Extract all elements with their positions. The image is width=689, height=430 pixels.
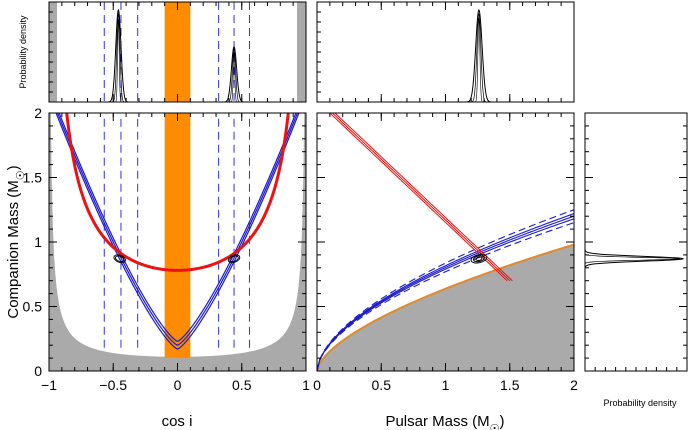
blue-curve — [55, 113, 300, 350]
y-tick-label: 2 — [34, 105, 42, 121]
y-tick-label: 1 — [34, 234, 42, 250]
red-line — [334, 113, 513, 282]
y-axis-title: Companion Mass (M☉) — [5, 165, 27, 318]
blue-dashed-curve — [317, 209, 574, 371]
x-tick-label: 2 — [570, 377, 578, 393]
panel-frame-companion-density — [584, 112, 688, 372]
solution-contour — [470, 254, 488, 264]
panel-pulsar-mass: 0 0.5 1 1.5 2 Pulsar Mass (M☉) — [313, 112, 578, 430]
orange-boundary — [317, 243, 574, 371]
panel-pulsar-density — [316, 1, 575, 103]
x-tick-label: 1 — [302, 377, 310, 393]
density-label-left: Probability density — [18, 15, 28, 89]
y-tick-label: 0 — [34, 363, 42, 379]
solution-contour — [475, 256, 483, 261]
red-line — [329, 113, 508, 282]
orange-band — [164, 113, 191, 359]
excluded-region — [317, 244, 574, 371]
blue-curve — [317, 215, 574, 371]
excluded-region-right — [177, 113, 306, 371]
intersection-contour — [114, 255, 125, 263]
panel-companion-density: Probability density — [584, 112, 688, 408]
density-peak-inner — [468, 13, 489, 102]
excluded-strip-right — [297, 2, 306, 102]
blue-dashed-curve — [317, 222, 574, 371]
x-tick-label: −0.5 — [99, 377, 127, 393]
panel-cos-i: −1 −0.5 0 0.5 1 0 0.5 1 1.5 2 cos i Companion Mas… — [5, 105, 310, 430]
intersection-contour — [229, 255, 239, 263]
x-axis-title: cos i — [162, 413, 193, 430]
density-peak — [585, 246, 685, 271]
panel-frame-pulsar-density — [316, 1, 575, 103]
x-tick-label: 0.5 — [232, 377, 252, 393]
excluded-region-left — [49, 113, 178, 371]
orange-band-top — [164, 2, 191, 102]
x-tick-label: 0 — [174, 377, 182, 393]
density-peak-core — [473, 17, 484, 102]
x-axis-title-pulsar: Pulsar Mass (M☉) — [385, 413, 504, 430]
red-curve — [65, 113, 290, 272]
density-peak — [462, 9, 495, 102]
y-tick-label: 1.5 — [23, 170, 43, 186]
blue-curve — [317, 213, 574, 371]
y-tick-label: 0.5 — [23, 299, 43, 315]
x-tick-label: 0 — [313, 377, 321, 393]
blue-curve — [56, 113, 299, 346]
intersection-contour — [113, 254, 126, 264]
intersection-contour — [227, 254, 241, 264]
density-label-bottom: Probability density — [603, 398, 677, 408]
blue-curve — [58, 113, 297, 342]
x-tick-label: −1 — [41, 377, 57, 393]
x-tick-label: 0.5 — [372, 377, 392, 393]
solution-contour — [472, 255, 485, 263]
x-tick-label: 1.5 — [500, 377, 520, 393]
blue-curve — [317, 218, 574, 371]
x-tick-label: 1 — [442, 377, 450, 393]
red-line — [332, 113, 511, 282]
panel-cos-i-density: Probability density — [18, 1, 307, 103]
